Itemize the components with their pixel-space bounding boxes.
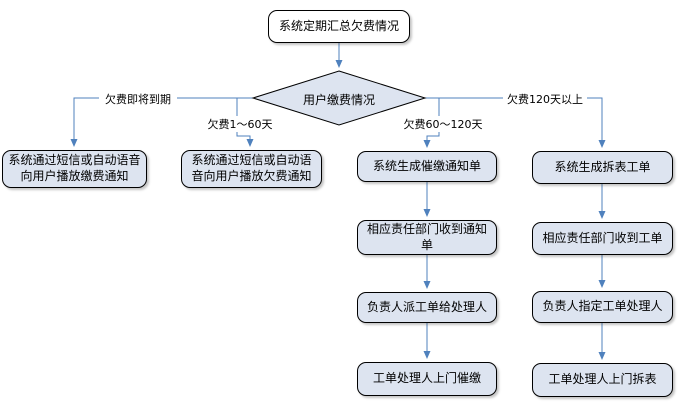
node-door-to-door-collection: 工单处理人上门催缴 bbox=[357, 362, 497, 396]
edge-label-1-60-days: 欠费1～60天 bbox=[201, 116, 279, 132]
node-generate-collection-notice: 系统生成催缴通知单 bbox=[357, 151, 497, 182]
edge-label-due-soon: 欠费即将到期 bbox=[99, 91, 177, 107]
node-dept-receives-notice: 相应责任部门收到通知单 bbox=[357, 220, 497, 255]
node-play-arrears-notice: 系统通过短信或自动语音向用户播放欠费通知 bbox=[181, 150, 322, 188]
node-generate-meter-removal-order: 系统生成拆表工单 bbox=[532, 151, 673, 184]
node-start-summarize-arrears: 系统定期汇总欠费情况 bbox=[268, 10, 410, 43]
edge-label-over-120-days: 欠费120天以上 bbox=[503, 91, 587, 107]
edge-label-60-120-days: 欠费60～120天 bbox=[399, 116, 487, 132]
node-dept-receives-order: 相应责任部门收到工单 bbox=[532, 222, 673, 255]
node-designate-order-handler: 负责人指定工单处理人 bbox=[532, 291, 673, 323]
node-assign-work-order: 负责人派工单给处理人 bbox=[357, 292, 497, 323]
decision-diamond-shape bbox=[251, 70, 427, 126]
node-play-payment-notice: 系统通过短信或自动语音向用户播放缴费通知 bbox=[2, 150, 147, 188]
decision-node-payment-status: 用户缴费情况 bbox=[302, 93, 375, 107]
node-door-to-door-meter-removal: 工单处理人上门拆表 bbox=[532, 363, 673, 397]
